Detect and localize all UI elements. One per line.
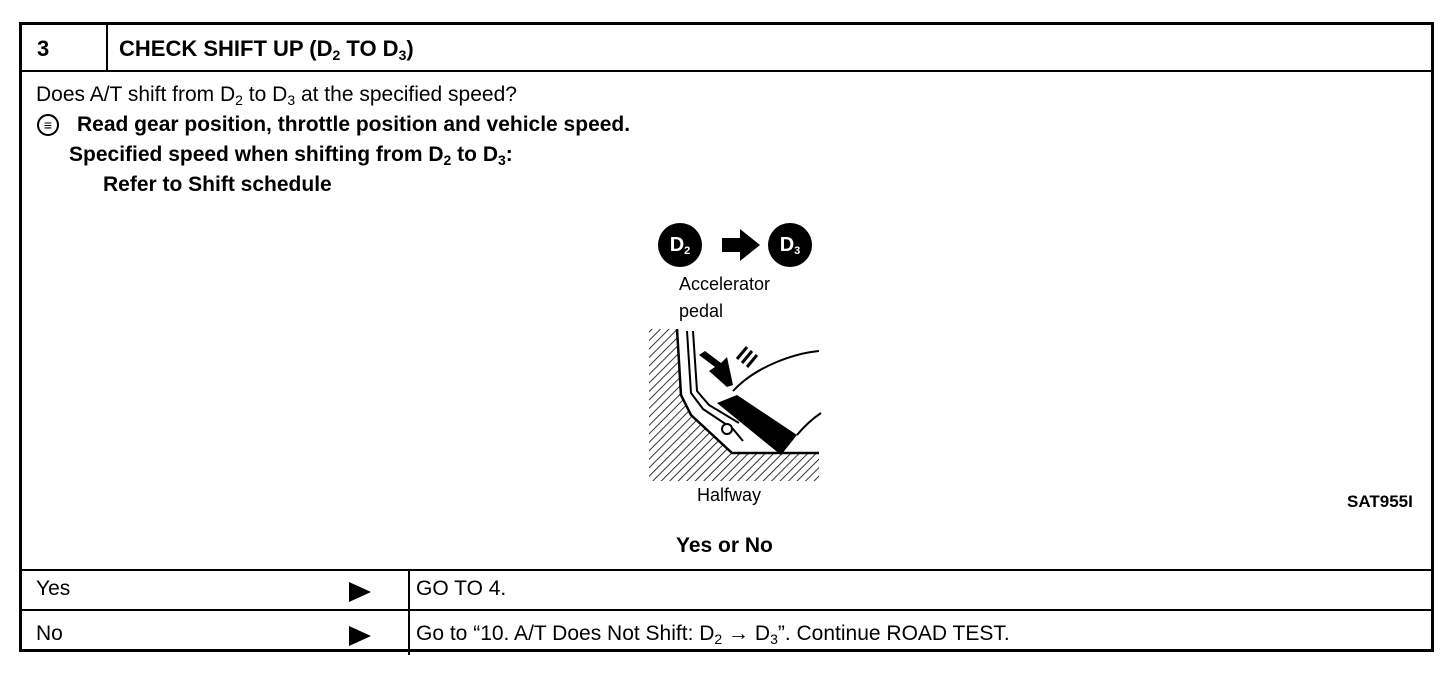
consult-tool-icon: ≡ — [37, 114, 59, 136]
step-title: CHECK SHIFT UP (D2 TO D3) — [119, 36, 414, 63]
accelerator-pedal-illustration — [649, 328, 822, 481]
action-no: Go to “10. A/T Does Not Shift: D2 → D3”.… — [416, 622, 1010, 647]
diagnostic-table: 3 CHECK SHIFT UP (D2 TO D3) Does A/T shi… — [19, 22, 1434, 655]
halfway-label: Halfway — [697, 485, 762, 505]
figure-code: SAT955I — [1347, 492, 1413, 511]
header-rule — [22, 70, 1431, 72]
row-rule-1 — [22, 569, 1431, 571]
spec-speed-text: Specified speed when shifting from D2 to… — [69, 143, 513, 168]
right-arrow-icon — [722, 229, 760, 261]
answer-no: No — [36, 622, 63, 645]
step-number: 3 — [37, 36, 50, 61]
accelerator-label: Accelerator — [679, 274, 771, 294]
action-yes: GO TO 4. — [416, 577, 507, 600]
gear-d2-icon: D2 — [658, 223, 702, 267]
row-rule-2 — [22, 609, 1431, 611]
answer-divider — [408, 569, 410, 655]
arrow-right-icon — [349, 582, 371, 602]
refer-text: Refer to Shift schedule — [103, 173, 332, 196]
gear-d3-icon: D3 — [768, 223, 812, 267]
decision-label: Yes or No — [676, 534, 773, 557]
answer-yes: Yes — [36, 577, 71, 600]
header-divider — [106, 25, 108, 70]
arrow-right-icon — [349, 626, 371, 646]
instruction-text: Read gear position, throttle position an… — [77, 113, 631, 136]
pedal-label: pedal — [679, 301, 724, 321]
question-text: Does A/T shift from D2 to D3 at the spec… — [36, 83, 517, 108]
